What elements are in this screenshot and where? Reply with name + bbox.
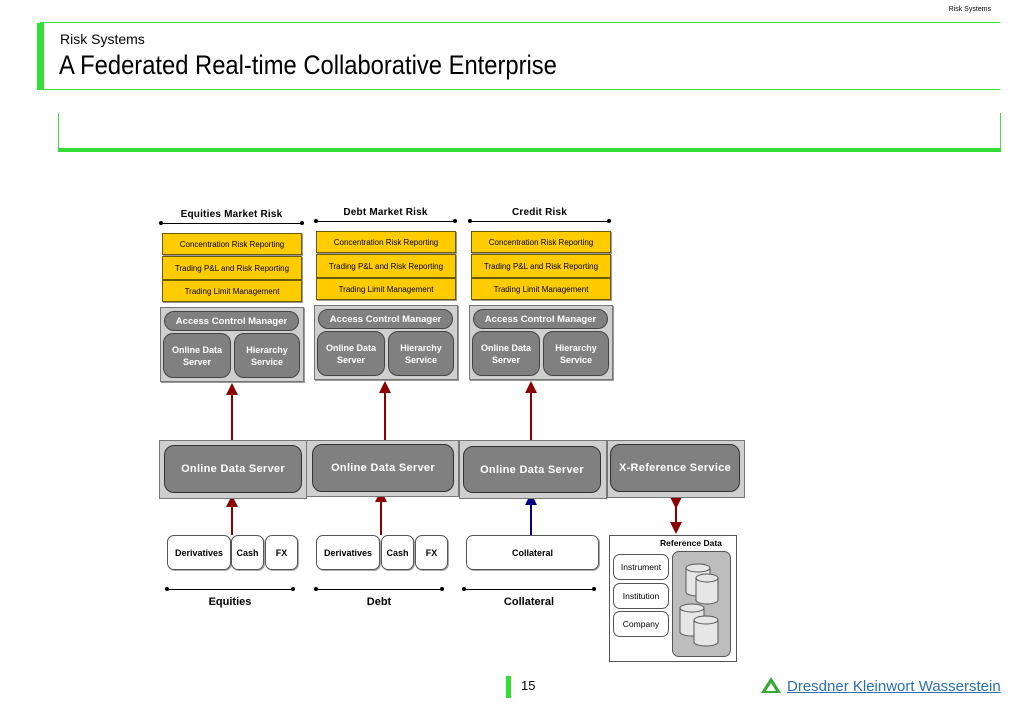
source-bracket	[165, 587, 295, 591]
report-pnl: Trading P&L and Risk Reporting	[162, 256, 302, 280]
report-pnl: Trading P&L and Risk Reporting	[316, 254, 456, 278]
page-number: 15	[521, 678, 536, 693]
source-cash: Cash	[381, 535, 414, 570]
top-divider	[40, 22, 1000, 23]
online-data-server-equities: Online Data Server	[164, 445, 302, 493]
page-subtitle: Risk Systems	[60, 31, 145, 47]
x-reference-service: X-Reference Service	[610, 444, 740, 492]
text-box-underline	[58, 148, 1001, 152]
column-title-equities: Equities Market Risk	[180, 209, 283, 220]
ref-company: Company	[613, 611, 669, 637]
source-bracket	[314, 587, 444, 591]
source-label-debt: Debt	[366, 596, 392, 608]
hierarchy-service: Hierarchy Service	[543, 331, 609, 376]
logo-icon	[761, 677, 781, 693]
online-data-server-small: Online Data Server	[317, 331, 385, 376]
reference-data-title: Reference Data	[660, 538, 722, 548]
report-concentration: Concentration Risk Reporting	[316, 231, 456, 253]
header-section-label: Risk Systems	[948, 6, 991, 13]
source-label-collateral: Collateral	[503, 596, 555, 608]
access-control-manager: Access Control Manager	[318, 309, 453, 329]
database-icon	[679, 563, 719, 647]
report-concentration: Concentration Risk Reporting	[162, 233, 302, 255]
source-cash: Cash	[231, 535, 264, 570]
source-fx: FX	[415, 535, 448, 570]
access-control-manager: Access Control Manager	[473, 309, 608, 329]
page-number-accent	[506, 676, 511, 698]
report-limit: Trading Limit Management	[471, 278, 611, 300]
column-title-credit: Credit Risk	[512, 207, 567, 218]
report-limit: Trading Limit Management	[316, 278, 456, 300]
source-derivatives: Derivatives	[167, 535, 231, 570]
title-divider	[40, 89, 1000, 90]
online-data-server-debt: Online Data Server	[312, 444, 454, 492]
ref-instrument: Instrument	[613, 554, 669, 580]
source-label-equities: Equities	[208, 596, 252, 608]
source-bracket	[462, 587, 596, 591]
report-concentration: Concentration Risk Reporting	[471, 231, 611, 253]
column-bracket	[314, 219, 457, 223]
online-data-server-credit: Online Data Server	[463, 446, 601, 493]
company-logo-text: Dresdner Kleinwort Wasserstein	[787, 678, 1001, 695]
online-data-server-small: Online Data Server	[472, 331, 540, 376]
page-title: A Federated Real-time Collaborative Ente…	[59, 50, 557, 80]
source-collateral: Collateral	[466, 535, 599, 570]
title-accent-bar	[37, 23, 44, 90]
column-bracket	[468, 219, 611, 223]
source-fx: FX	[265, 535, 298, 570]
hierarchy-service: Hierarchy Service	[234, 333, 300, 378]
hierarchy-service: Hierarchy Service	[388, 331, 454, 376]
report-pnl: Trading P&L and Risk Reporting	[471, 254, 611, 278]
online-data-server-small: Online Data Server	[163, 333, 231, 378]
access-control-manager: Access Control Manager	[164, 311, 299, 331]
ref-institution: Institution	[613, 583, 669, 609]
column-bracket	[159, 221, 304, 225]
empty-text-box	[58, 113, 1001, 149]
source-derivatives: Derivatives	[316, 535, 380, 570]
column-title-debt: Debt Market Risk	[343, 207, 428, 218]
report-limit: Trading Limit Management	[162, 280, 302, 302]
